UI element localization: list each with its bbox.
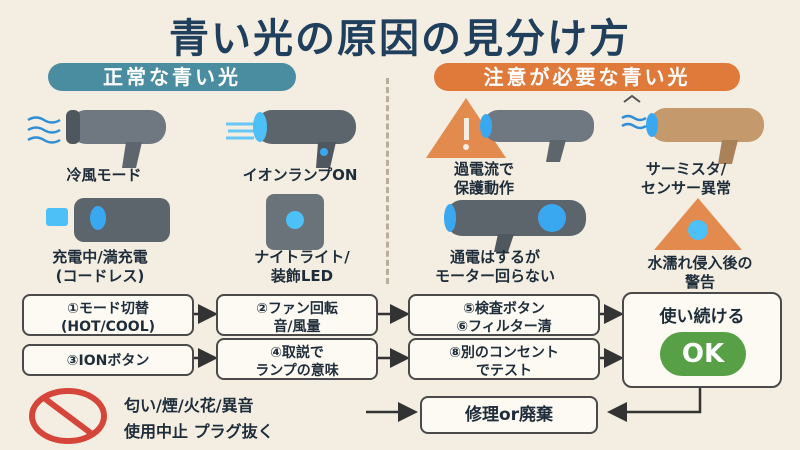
warning-overcurrent-icon — [426, 98, 594, 162]
normal-section-banner: 正常な青い光 — [48, 63, 296, 91]
step-inspection-filter: ⑤検査ボタン ⑥フィルター清 — [408, 294, 600, 336]
warning-section-banner: 注意が必要な青い光 — [434, 63, 740, 91]
stop-symptoms: 匂い/煙/火花/異音 — [124, 396, 254, 415]
caption-motor-not-running: 通電はするが モーター回らない — [434, 248, 555, 285]
night-light-led-icon — [266, 194, 324, 250]
outcome-continue-box: 使い続ける OK — [622, 292, 782, 388]
prohibited-sign-icon — [29, 388, 107, 444]
step-mode-switch: ①モード切替 (HOT/COOL) — [22, 294, 194, 336]
step-ion-button: ③IONボタン — [22, 344, 194, 376]
hair-dryer-cold-air-icon — [27, 110, 166, 168]
warning-thermistor-dryer-icon — [621, 94, 764, 164]
caption-cold-air-mode: 冷風モード — [66, 166, 142, 184]
caption-charging: 充電中/満充電 (コードレス) — [52, 248, 148, 285]
caption-thermistor: サーミスタ/ センサー異常 — [640, 160, 731, 197]
cordless-dryer-charging-icon — [46, 198, 170, 242]
stop-action: 使用中止 プラグ抜く — [124, 422, 274, 441]
ok-badge: OK — [660, 332, 746, 376]
caption-overcurrent: 過電流で 保護動作 — [453, 160, 514, 197]
warning-motor-not-running-icon — [444, 200, 586, 252]
caption-night-light: ナイトライト/ 装飾LED — [254, 248, 350, 285]
continue-label: 使い続ける — [659, 307, 745, 327]
warning-water-ingress-triangle-icon — [654, 198, 742, 250]
section-divider — [386, 78, 389, 284]
step-other-outlet-test: ⑧別のコンセント でテスト — [408, 338, 600, 380]
page-title: 青い光の原因の見分け方 — [169, 16, 631, 62]
caption-water-ingress: 水濡れ侵入後の 警告 — [647, 254, 753, 291]
hair-dryer-ion-lamp-icon — [226, 110, 356, 168]
step-fan-rotation: ②ファン回転 音/風量 — [216, 294, 378, 336]
outcome-repair-or-discard: 修理or廃棄 — [420, 396, 598, 434]
caption-ion-lamp: イオンランプON — [242, 166, 358, 184]
step-manual-lamp-meaning: ④取説で ランプの意味 — [216, 338, 378, 380]
